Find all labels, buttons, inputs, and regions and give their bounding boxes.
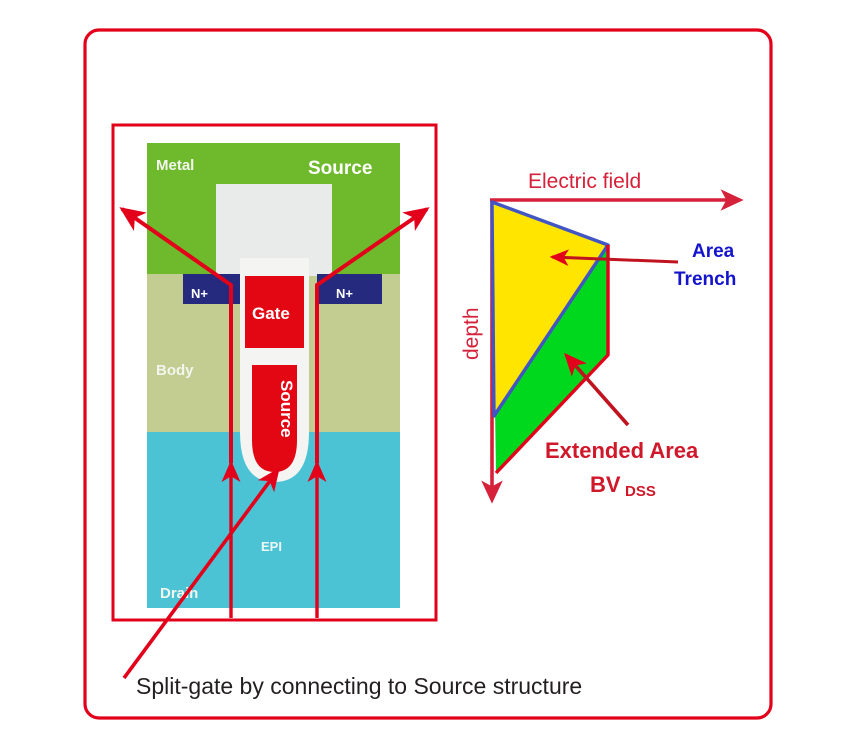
connection-line-left: [119, 207, 233, 463]
outer-frame: [83, 28, 773, 720]
figure-caption: Split-gate by connecting to Source struc…: [136, 673, 582, 699]
label-metal: Metal: [156, 157, 194, 174]
label-area-trench-line2: Trench: [674, 269, 736, 290]
connection-line-right: [315, 207, 430, 463]
label-bvdss-subscript: DSS: [625, 483, 656, 500]
label-epi: EPI: [261, 539, 282, 554]
caption-leader-line: [122, 467, 280, 680]
region-trench-area: [490, 200, 610, 418]
gate-electrode: [245, 276, 304, 348]
callout-line-trench: [549, 249, 679, 267]
extended-area-outline: [494, 245, 610, 475]
label-source-metal: Source: [308, 158, 372, 179]
label-nplus-right: N+: [336, 286, 353, 301]
label-bvdss: BV: [590, 472, 621, 497]
label-area-trench-line1: Area: [692, 241, 735, 262]
label-trench-source: Source: [277, 380, 296, 438]
label-gate: Gate: [252, 304, 290, 323]
label-extended-area: Extended Area: [545, 438, 699, 463]
source-shield-electrode: [252, 365, 297, 472]
label-depth: depth: [460, 307, 483, 360]
callout-line-extended: [564, 352, 630, 427]
label-nplus-left: N+: [191, 286, 208, 301]
label-electric-field: Electric field: [528, 170, 641, 193]
nplus-left-region: [183, 274, 248, 304]
label-body: Body: [156, 362, 194, 379]
